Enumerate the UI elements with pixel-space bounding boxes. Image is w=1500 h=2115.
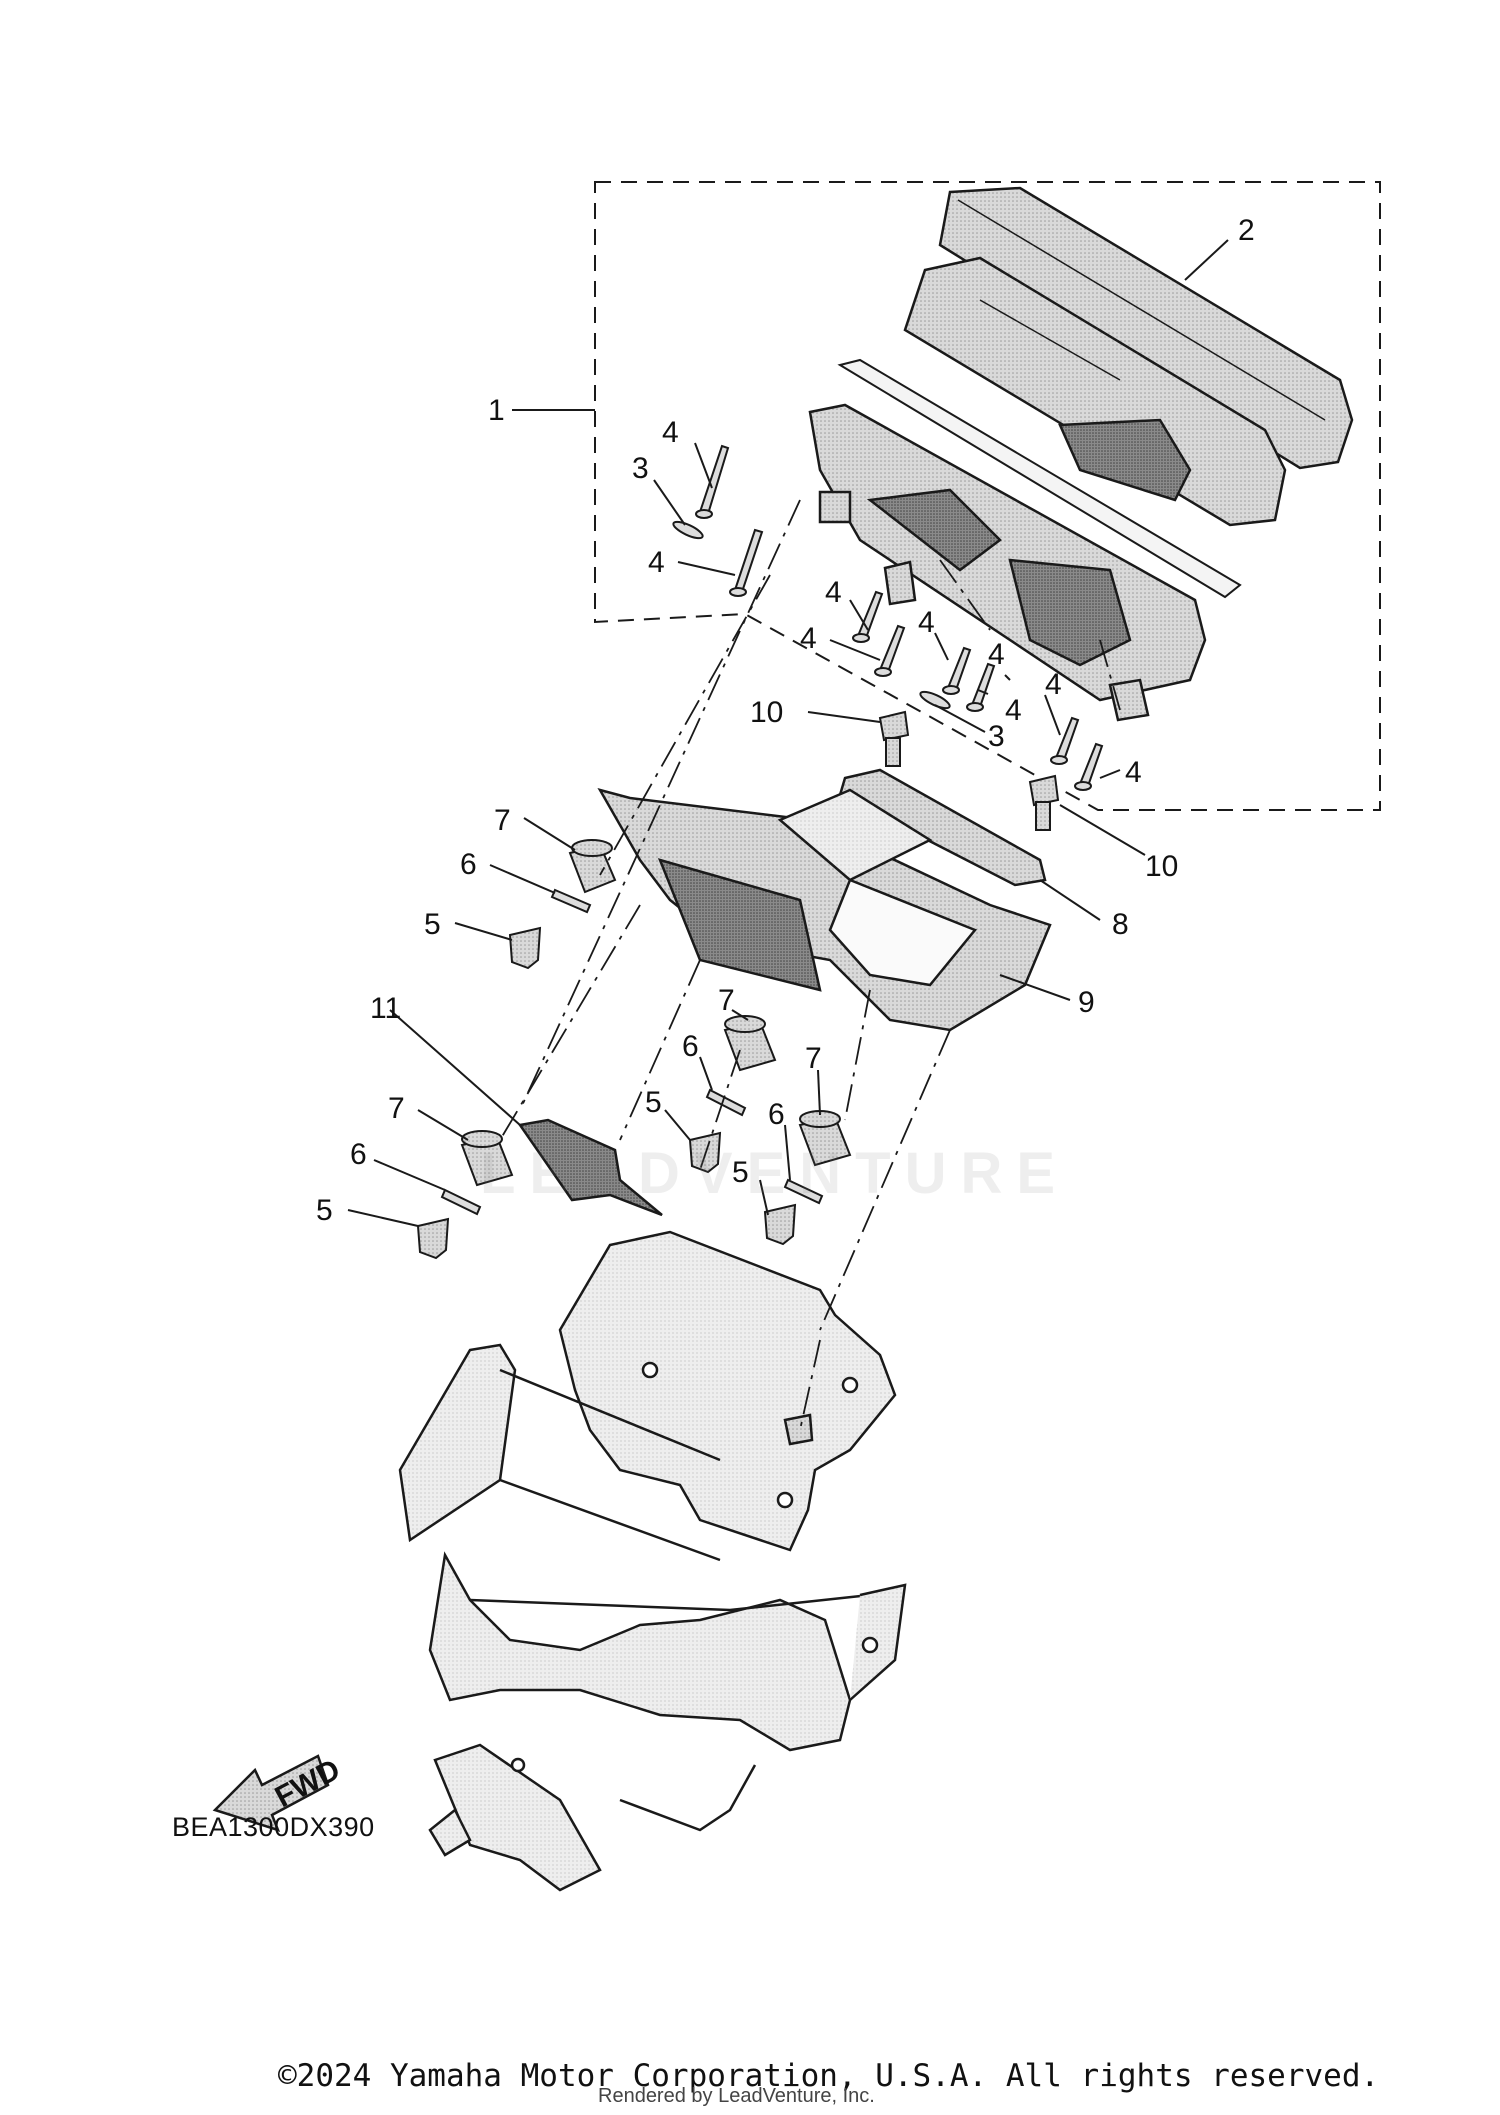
callout-numbers: 1 2 3 4 4 4 4 4 4 4 4 4 3 10 10 8 9 7 6 … bbox=[316, 214, 1255, 1227]
alignment-lines bbox=[499, 499, 1121, 1431]
callout-5: 5 bbox=[645, 1086, 662, 1119]
meter-bracket-9 bbox=[597, 788, 1052, 1032]
callout-6: 6 bbox=[460, 848, 477, 881]
collars-6 bbox=[440, 888, 824, 1216]
callout-7: 7 bbox=[718, 984, 735, 1017]
screws-4 bbox=[695, 444, 1104, 791]
callout-1: 1 bbox=[488, 394, 505, 427]
callout-4: 4 bbox=[918, 606, 935, 639]
rendered-by-note: Rendered by LeadVenture, Inc. bbox=[598, 2085, 875, 2107]
callout-3: 3 bbox=[632, 452, 649, 485]
copyright-notice: ©2024 Yamaha Motor Corporation, U.S.A. A… bbox=[278, 2058, 1380, 2094]
callout-4: 4 bbox=[825, 576, 842, 609]
callout-4: 4 bbox=[1045, 668, 1062, 701]
lower-stay bbox=[398, 1230, 907, 1892]
meter-housing bbox=[808, 403, 1207, 722]
callout-leaders bbox=[347, 239, 1229, 1227]
callout-7: 7 bbox=[805, 1042, 822, 1075]
diagram-code: BEA1300DX390 bbox=[172, 1812, 375, 1842]
callout-2: 2 bbox=[1238, 214, 1255, 247]
callout-7: 7 bbox=[494, 804, 511, 837]
callout-5: 5 bbox=[424, 908, 441, 941]
callout-10: 10 bbox=[750, 696, 783, 729]
watermark: LEADVENTURE bbox=[480, 1141, 1070, 1206]
callout-4: 4 bbox=[1125, 756, 1142, 789]
callout-4: 4 bbox=[648, 546, 665, 579]
callout-4: 4 bbox=[988, 638, 1005, 671]
callout-4: 4 bbox=[662, 416, 679, 449]
callout-3: 3 bbox=[988, 720, 1005, 753]
callout-7: 7 bbox=[388, 1092, 405, 1125]
callout-4: 4 bbox=[800, 622, 817, 655]
callout-8: 8 bbox=[1112, 908, 1129, 941]
callout-4: 4 bbox=[1005, 694, 1022, 727]
assembly-1-boundary bbox=[594, 181, 1381, 811]
callout-11: 11 bbox=[370, 992, 401, 1025]
washers-3 bbox=[672, 520, 951, 710]
callout-9: 9 bbox=[1078, 986, 1095, 1019]
sheet-11 bbox=[517, 1118, 663, 1217]
dampers-7 bbox=[460, 839, 852, 1187]
callout-6: 6 bbox=[768, 1098, 785, 1131]
bolts-10 bbox=[878, 710, 1060, 831]
callout-5: 5 bbox=[732, 1156, 749, 1189]
callout-10: 10 bbox=[1145, 850, 1178, 883]
callout-6: 6 bbox=[350, 1138, 367, 1171]
meter-gasket bbox=[837, 358, 1242, 599]
callout-5: 5 bbox=[316, 1194, 333, 1227]
meter-body bbox=[903, 256, 1287, 527]
callout-6: 6 bbox=[682, 1030, 699, 1063]
